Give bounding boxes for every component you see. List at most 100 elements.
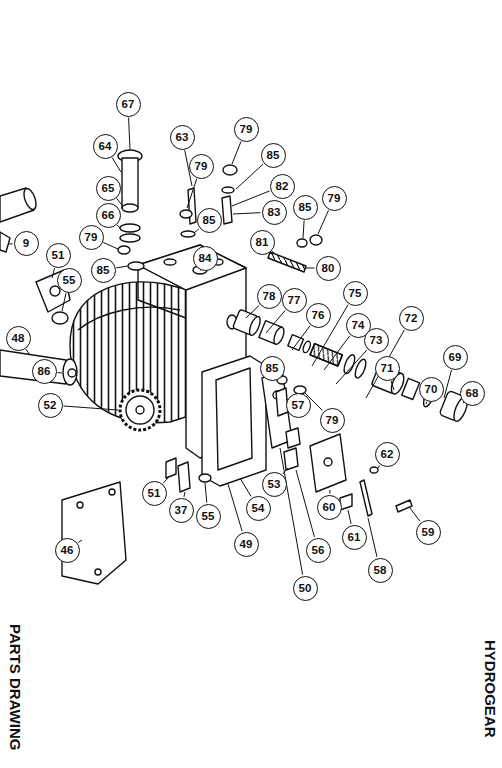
leader-line — [236, 164, 263, 189]
callout-number: 79 — [234, 117, 259, 142]
callout-number: 79 — [79, 225, 104, 250]
callout-number: 85 — [91, 258, 116, 283]
callout-number: 62 — [375, 442, 400, 467]
leader-line — [368, 518, 377, 557]
callout-text: 79 — [328, 192, 341, 204]
callout-number: 76 — [306, 303, 331, 328]
leader-line — [348, 510, 351, 524]
leader-line — [26, 349, 30, 355]
callout-number: 71 — [375, 356, 400, 381]
callout-number: 85 — [293, 195, 318, 220]
leader-line — [324, 336, 350, 370]
callout-text: 76 — [312, 309, 325, 321]
callout-text: 56 — [312, 544, 325, 556]
callout-text: 82 — [276, 180, 289, 192]
callout-text: 83 — [268, 206, 281, 218]
callout-number: 81 — [250, 230, 275, 255]
callout-number: 56 — [306, 538, 331, 563]
leader-line — [205, 483, 207, 503]
callout-number: 72 — [399, 306, 424, 331]
callout-text: 60 — [323, 501, 336, 513]
leader-line — [336, 350, 367, 384]
callout-text: 73 — [370, 334, 383, 346]
leader-line — [306, 268, 315, 269]
leader-line — [78, 540, 82, 543]
callout-text: 79 — [85, 231, 98, 243]
callout-text: 49 — [240, 538, 253, 550]
callout-number: 80 — [316, 256, 341, 281]
callout-text: 52 — [44, 399, 57, 411]
leader-line — [163, 478, 168, 483]
leader-line — [117, 225, 120, 228]
leader-line — [63, 406, 118, 410]
leader-line — [233, 213, 261, 214]
callout-text: 86 — [38, 365, 51, 377]
leader-line — [187, 179, 197, 208]
callout-number: 79 — [320, 408, 345, 433]
leader-line — [194, 229, 199, 233]
callout-number: 51 — [46, 243, 71, 268]
callout-number: 78 — [257, 284, 282, 309]
callout-number: 67 — [116, 92, 141, 117]
callout-text: 46 — [61, 544, 74, 556]
leader-line — [129, 117, 130, 150]
callout-text: 51 — [148, 487, 161, 499]
callout-text: 37 — [175, 504, 188, 516]
leader-line — [240, 478, 251, 496]
callout-number: 55 — [57, 268, 82, 293]
callout-text: 85 — [97, 264, 110, 276]
callout-number: 85 — [261, 143, 286, 168]
callout-number: 63 — [170, 125, 195, 150]
callout-number: 82 — [270, 174, 295, 199]
callout-number: 50 — [293, 576, 318, 601]
callout-number: 61 — [342, 525, 367, 550]
callout-number: 54 — [246, 496, 271, 521]
callout-number: 79 — [189, 154, 214, 179]
callout-number: 85 — [197, 208, 222, 233]
callout-number: 70 — [419, 377, 444, 402]
callout-text: 64 — [99, 140, 112, 152]
leader-line — [266, 310, 285, 333]
callout-number: 64 — [93, 134, 118, 159]
callout-text: 71 — [381, 362, 394, 374]
leader-line — [444, 370, 452, 398]
callout-number: 77 — [282, 288, 307, 313]
callout-text: 84 — [199, 252, 212, 264]
callout-text: 85 — [267, 149, 280, 161]
callout-text: 85 — [299, 201, 312, 213]
callout-number: 46 — [55, 538, 80, 563]
callout-text: 77 — [288, 294, 301, 306]
callout-number: 53 — [262, 472, 287, 497]
callout-number: 51 — [142, 481, 167, 506]
callout-text: 68 — [466, 387, 479, 399]
callout-number: 37 — [169, 498, 194, 523]
callout-text: 65 — [102, 182, 115, 194]
callout-number: 83 — [262, 200, 287, 225]
leader-line — [296, 470, 314, 537]
callout-number: 9 — [14, 231, 39, 256]
callout-text: 62 — [381, 448, 394, 460]
callout-number: 65 — [96, 176, 121, 201]
callout-text: 61 — [348, 531, 361, 543]
callout-number: 58 — [368, 558, 393, 583]
leader-line — [272, 251, 275, 254]
leader-line — [303, 220, 304, 238]
leader-line — [116, 266, 128, 268]
callout-text: 57 — [292, 399, 305, 411]
leader-line — [318, 210, 329, 234]
leader-line — [52, 268, 55, 278]
leader-line — [9, 243, 13, 244]
callout-number: 86 — [32, 359, 57, 384]
leader-line — [232, 142, 241, 164]
leader-line — [228, 484, 242, 531]
callout-text: 80 — [322, 262, 335, 274]
callout-number: 49 — [234, 532, 259, 557]
callout-text: 85 — [266, 362, 279, 374]
callout-number: 66 — [96, 203, 121, 228]
callout-number: 85 — [260, 356, 285, 381]
callout-text: 79 — [195, 160, 208, 172]
leader-line — [391, 381, 394, 390]
callout-text: 66 — [102, 209, 115, 221]
leader-line — [280, 448, 303, 575]
